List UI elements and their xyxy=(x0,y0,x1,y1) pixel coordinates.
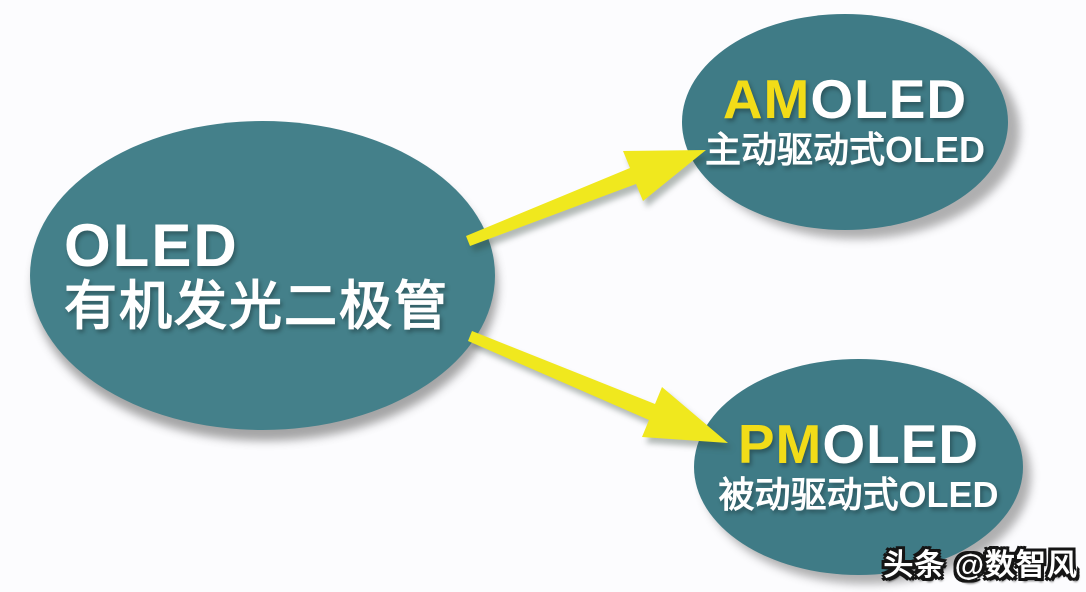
node-amoled-title: AMOLED xyxy=(723,72,967,127)
node-oled: OLED 有机发光二极管 xyxy=(30,121,495,430)
node-amoled-subtitle: 主动驱动式OLED xyxy=(704,129,985,170)
node-pmoled-title-suffix: OLED xyxy=(822,413,980,475)
node-pmoled-title-prefix: PM xyxy=(737,413,823,475)
node-pmoled: PMOLED 被动驱动式OLED xyxy=(694,359,1023,575)
node-oled-title: OLED xyxy=(64,211,239,279)
arrow-oled-to-amoled xyxy=(466,150,706,246)
node-oled-subtitle: 有机发光二极管 xyxy=(64,276,449,336)
node-amoled-title-prefix: AM xyxy=(722,68,811,130)
node-pmoled-title: PMOLED xyxy=(738,417,979,472)
watermark: 头条 @数智风 xyxy=(883,549,1078,582)
node-amoled: AMOLED 主动驱动式OLED xyxy=(682,14,1008,230)
arrow-oled-to-pmoled xyxy=(468,331,728,443)
node-amoled-title-suffix: OLED xyxy=(810,68,968,130)
node-pmoled-subtitle: 被动驱动式OLED xyxy=(718,474,999,515)
